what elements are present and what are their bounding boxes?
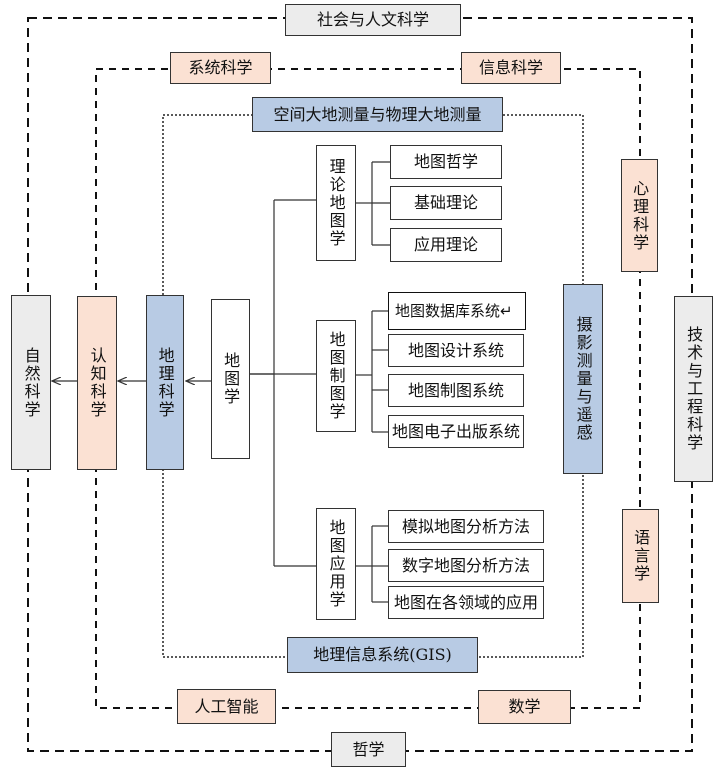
item-map-epublishing-system: 地图电子出版系统	[388, 415, 524, 448]
middle-right-bottom-label: 语言学	[622, 509, 659, 603]
middle-top-left-label: 系统科学	[170, 52, 271, 84]
item-map-design-system: 地图设计系统	[388, 334, 524, 367]
middle-bottom-right-label: 数学	[478, 690, 571, 724]
item-map-production-system: 地图制图系统	[388, 374, 524, 407]
branch-application: 地图应用学	[316, 508, 356, 620]
item-analog-analysis: 模拟地图分析方法	[388, 510, 544, 543]
core-cartography: 地图学	[211, 299, 250, 459]
item-map-philosophy: 地图哲学	[390, 145, 502, 179]
inner-right-label: 摄影测量与遥感	[563, 284, 603, 474]
item-map-database-system: 地图数据库系统↵	[388, 292, 526, 330]
item-digital-analysis: 数字地图分析方法	[388, 549, 544, 582]
inner-left-label: 地理科学	[146, 295, 184, 470]
outer-bottom-label: 哲学	[331, 732, 406, 767]
middle-right-top-label: 心理科学	[621, 159, 658, 272]
middle-bottom-left-label: 人工智能	[177, 689, 276, 724]
item-applied-theory: 应用理论	[390, 228, 502, 262]
inner-top-label: 空间大地测量与物理大地测量	[252, 97, 503, 132]
item-basic-theory: 基础理论	[390, 186, 502, 220]
outer-left-label: 自然科学	[11, 295, 51, 470]
item-domain-applications: 地图在各领域的应用	[388, 586, 544, 619]
outer-top-label: 社会与人文科学	[285, 4, 461, 36]
branch-mapping: 地图制图学	[316, 320, 356, 432]
middle-top-right-label: 信息科学	[461, 52, 561, 84]
outer-right-label: 技术与工程科学	[674, 296, 713, 482]
branch-theory: 理论地图学	[316, 145, 356, 261]
inner-bottom-label: 地理信息系统(GIS)	[287, 637, 478, 673]
middle-left-label: 认知科学	[77, 296, 117, 470]
